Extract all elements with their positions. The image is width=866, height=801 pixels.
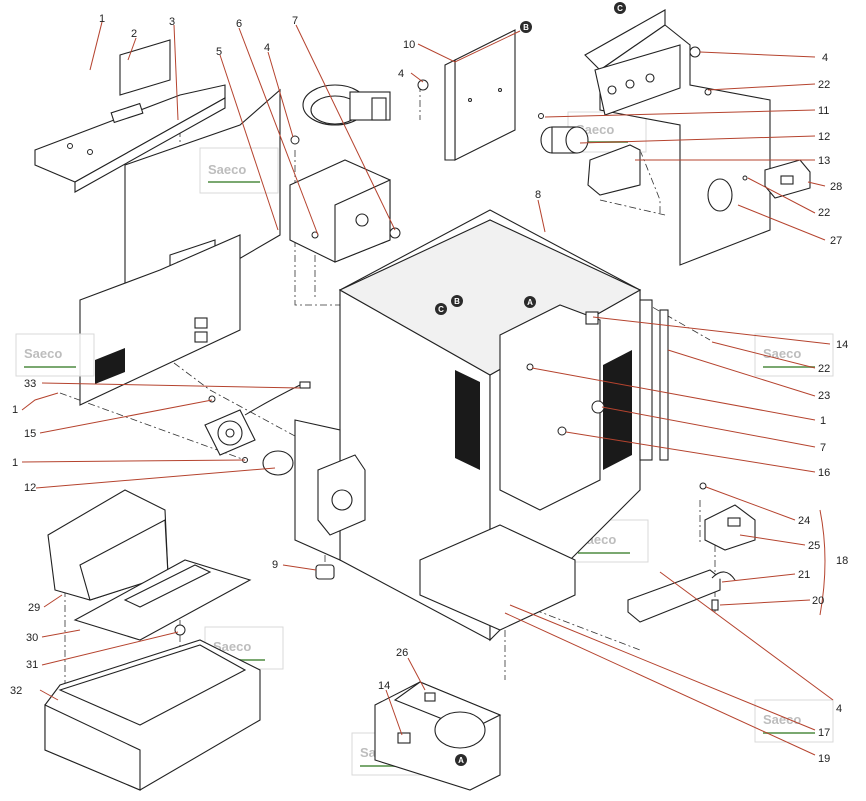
callout-33: 33: [24, 378, 36, 390]
pump-assembly: [289, 84, 401, 263]
rear-panel-part-3: [79, 88, 281, 406]
fan-part-15: [204, 381, 311, 476]
callout-25: 25: [808, 540, 820, 552]
svg-text:A: A: [527, 298, 533, 307]
callout-1: 1: [12, 457, 18, 469]
ref-marker-c: C: [614, 2, 626, 14]
callout-28: 28: [830, 181, 842, 193]
callout-6: 6: [236, 18, 242, 30]
callout-24: 24: [798, 515, 810, 527]
callout-7: 7: [292, 15, 298, 27]
svg-text:C: C: [438, 305, 444, 314]
watermark-box: Saeco: [15, 333, 95, 377]
watermark-text: Saeco: [208, 162, 246, 177]
callout-16: 16: [818, 467, 830, 479]
callout-14: 14: [378, 680, 390, 692]
callout-5: 5: [216, 46, 222, 58]
callout-12: 12: [818, 131, 830, 143]
watermark-text: Saeco: [24, 346, 62, 361]
ref-marker-a: A: [455, 754, 467, 766]
bottom-cover-part-26: [374, 681, 502, 791]
callout-21: 21: [798, 569, 810, 581]
callout-12: 12: [24, 482, 36, 494]
callout-3: 3: [169, 16, 175, 28]
callout-11: 11: [818, 105, 829, 117]
main-chassis-part-8: [294, 209, 721, 642]
drip-tray-assembly: [44, 489, 261, 791]
foot-part-9: [315, 564, 335, 580]
callout-31: 31: [26, 659, 38, 671]
watermark-text: Saeco: [763, 346, 801, 361]
callout-19: 19: [818, 753, 830, 765]
callout-2: 2: [131, 28, 137, 40]
watermark-box: Saeco: [199, 147, 279, 194]
callout-1: 1: [820, 415, 826, 427]
valve-block: [317, 454, 366, 536]
callout-1: 1: [99, 13, 105, 25]
parts-11-12-13: [538, 113, 641, 196]
callout-9: 9: [272, 559, 278, 571]
svg-text:B: B: [523, 23, 529, 32]
callout-32: 32: [10, 685, 22, 697]
callout-20: 20: [812, 595, 824, 607]
callout-8: 8: [535, 189, 541, 201]
callout-17: 17: [818, 727, 830, 739]
callout-27: 27: [830, 235, 842, 247]
callout-18: 18: [836, 555, 848, 567]
callout-15: 15: [24, 428, 36, 440]
plate-part-10: [417, 29, 516, 161]
callout-4: 4: [398, 68, 404, 80]
callout-14: 14: [836, 339, 848, 351]
callout-26: 26: [396, 647, 408, 659]
ref-marker-b: B: [520, 21, 532, 33]
watermark-box: Saeco: [754, 333, 834, 377]
callout-10: 10: [403, 39, 415, 51]
callout-4: 4: [822, 52, 828, 64]
ref-marker-a: A: [524, 296, 536, 308]
callout-4: 4: [264, 42, 270, 54]
callout-13: 13: [818, 155, 830, 167]
callout-23: 23: [818, 390, 830, 402]
callout-22: 22: [818, 207, 830, 219]
reference-markers: B C B C A A: [435, 2, 626, 766]
leader-lines: [21, 21, 834, 756]
watermark-text: Saeco: [213, 639, 251, 654]
callout-22: 22: [818, 363, 830, 375]
callout-22: 22: [818, 79, 830, 91]
watermark-text: Saeco: [763, 712, 801, 727]
callout-labels: 1 2 3 5 6 4 7 10 4 4 22 11 12 13 28 22 2…: [10, 13, 848, 765]
ref-marker-b: B: [451, 295, 463, 307]
svg-text:A: A: [458, 756, 464, 765]
clip-parts-24-25: [699, 482, 756, 611]
callout-7: 7: [820, 442, 826, 454]
svg-text:B: B: [454, 297, 460, 306]
callout-30: 30: [26, 632, 38, 644]
bracket-part-27: [584, 9, 811, 266]
ref-marker-c: C: [435, 303, 447, 315]
callout-1: 1: [12, 404, 18, 416]
svg-text:C: C: [617, 4, 623, 13]
callout-29: 29: [28, 602, 40, 614]
callout-4: 4: [836, 703, 842, 715]
